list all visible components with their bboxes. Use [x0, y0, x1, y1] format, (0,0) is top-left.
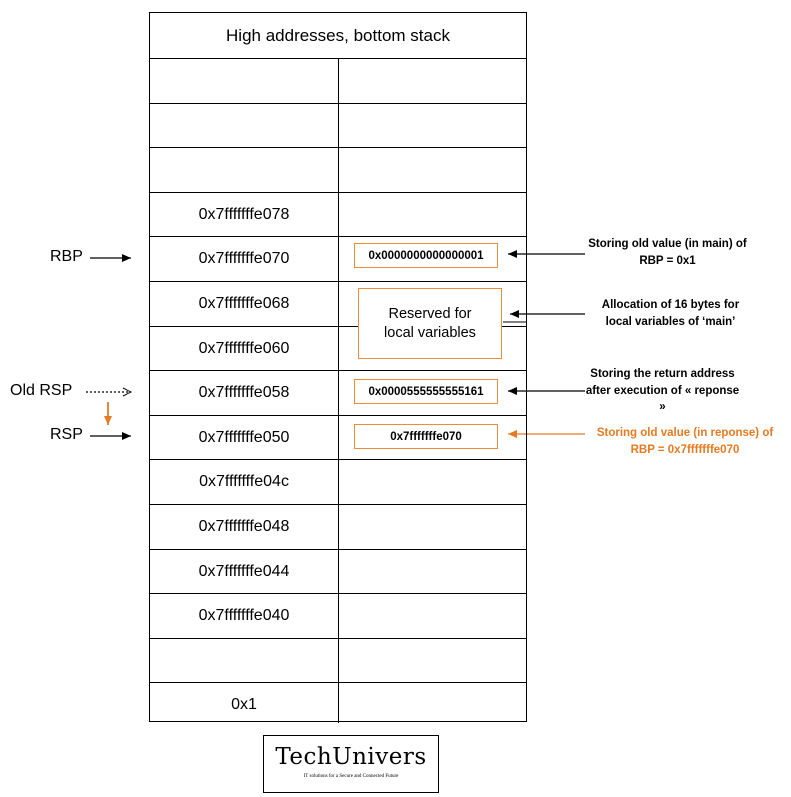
stack-address: 0x7fffffffe040	[198, 607, 290, 625]
stack-address: 0x7fffffffe044	[198, 562, 290, 580]
rbp-label: RBP	[50, 248, 83, 265]
stack-address	[150, 148, 338, 193]
value-old-rbp-main-text: 0x0000000000000001	[368, 249, 484, 262]
value-old-rbp-reponse-text: 0x7fffffffe070	[390, 430, 462, 443]
note-rbp-reponse: Storing old value (in reponse) of RBP = …	[596, 427, 774, 456]
stack-address: 0x1	[231, 696, 257, 714]
note-rbp-main: Storing old value (in main) of RBP = 0x1	[588, 238, 747, 267]
stack-address: 0x7fffffffe070	[198, 250, 290, 268]
note-return: Storing the return address after executi…	[585, 368, 740, 414]
value-return-address: 0x0000555555555161	[354, 379, 498, 404]
logo-tagline: IT solutions for a Secure and Connected …	[303, 774, 399, 779]
stack-header: High addresses, bottom stack	[226, 26, 450, 45]
stack-address: 0x7fffffffe04c	[199, 473, 289, 491]
stack-address: 0x7fffffffe058	[198, 384, 290, 402]
stack-address: 0x7fffffffe050	[198, 428, 290, 446]
stack-address: 0x7fffffffe060	[198, 339, 290, 357]
reserved-local-variables: Reserved for local variables	[358, 288, 502, 359]
value-old-rbp-main: 0x0000000000000001	[354, 243, 498, 268]
stack-diagram: High addresses, bottom stack 0x7fffffffe…	[149, 12, 527, 723]
stack-address: 0x7fffffffe048	[198, 518, 290, 535]
old-rsp-label: Old RSP	[10, 382, 73, 399]
value-old-rbp-reponse: 0x7fffffffe070	[354, 424, 498, 449]
stack-address: 0x7fffffffe078	[198, 205, 290, 223]
rsp-label: RSP	[50, 426, 83, 443]
reserved-text: Reserved for local variables	[384, 305, 476, 341]
stack-address	[150, 104, 338, 149]
stack-address	[150, 639, 338, 684]
stack-address: 0x7fffffffe068	[198, 295, 290, 312]
value-return-address-text: 0x0000555555555161	[368, 385, 484, 398]
note-alloc: Allocation of 16 bytes for local variabl…	[601, 299, 740, 328]
stack-column-divider	[338, 58, 339, 723]
stack-address	[150, 59, 338, 104]
logo-brand: TechUnivers	[275, 744, 427, 770]
techunivers-logo: TechUnivers IT solutions for a Secure an…	[263, 735, 439, 793]
